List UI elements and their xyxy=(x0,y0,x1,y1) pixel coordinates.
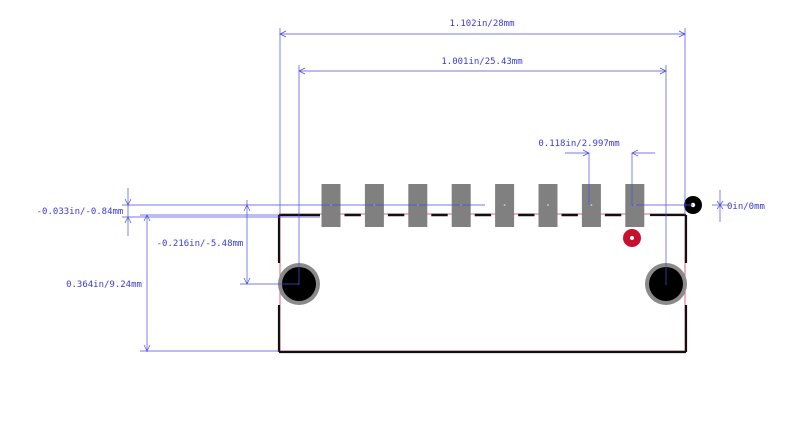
pad-center-dot xyxy=(503,204,506,206)
pad-center-dot xyxy=(590,204,593,206)
mount-hole-offset-label: -0.216in/-5.48mm xyxy=(157,239,244,249)
pad-top-offset-label: -0.033in/-0.84mm xyxy=(37,207,124,217)
pad-center-dot xyxy=(547,204,549,206)
pin-pitch-label: 0.118in/2.997mm xyxy=(538,139,619,149)
pin1-marker xyxy=(623,229,641,247)
overall-width-label: 1.102in/28mm xyxy=(449,19,514,29)
pin-span-label: 1.001in/25.43mm xyxy=(441,57,522,67)
origin-label: 0in/0mm xyxy=(727,202,765,212)
dimension-lines xyxy=(122,28,728,352)
pad-row xyxy=(321,184,645,227)
silkscreen-outline xyxy=(277,213,688,354)
body-depth-label: 0.364in/9.24mm xyxy=(66,280,142,290)
